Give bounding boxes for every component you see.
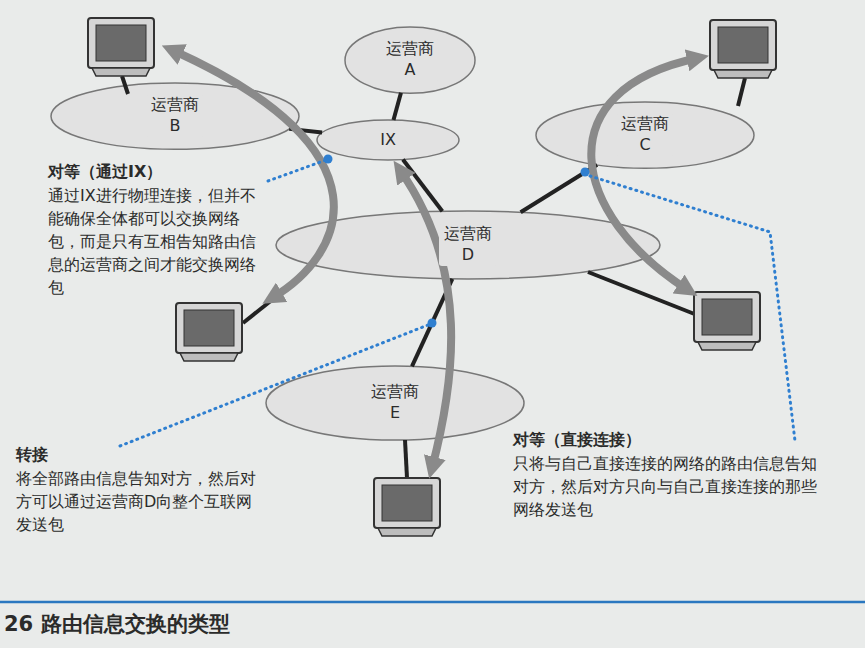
monitor-bezel <box>694 292 760 342</box>
link-line <box>393 93 400 120</box>
callout-heading: 对等（直接连接） <box>513 428 823 451</box>
carrier-name: 运营商 B <box>146 95 204 137</box>
link-line <box>521 165 597 213</box>
carrier-ellipse: 运营商 E <box>265 365 525 441</box>
monitor-screen <box>718 27 768 63</box>
monitor-bezel <box>374 478 440 528</box>
ellipse-shape <box>276 211 660 279</box>
computer-icon <box>88 18 154 76</box>
carrier-ellipse: 运营商 C <box>535 101 755 169</box>
monitor-screen <box>382 485 432 521</box>
callout-body: 将全部路由信息告知对方，然后对方可以通过运营商D向整个互联网发送包 <box>16 467 256 536</box>
wire <box>405 440 407 478</box>
leader-line <box>268 160 326 181</box>
callout-block: 转接 <box>16 443 256 466</box>
computer-icon <box>176 303 242 361</box>
monitor-bezel <box>710 20 776 70</box>
wire <box>738 78 745 106</box>
computer-icon <box>694 292 760 350</box>
caption-block: 26 路由信息交换的类型 <box>4 610 230 638</box>
callout-block: 将全部路由信息告知对方，然后对方可以通过运营商D向整个互联网发送包 <box>16 467 256 536</box>
ellipse-shape <box>51 83 299 149</box>
callout-body: 只将与自己直接连接的网络的路由信息告知对方，然后对方只向与自己直接连接的那些网络… <box>513 452 823 521</box>
carrier-ellipse: IX <box>316 119 460 161</box>
leader-line <box>590 176 795 441</box>
carrier-name: 运营商 E <box>366 382 424 424</box>
ellipse-shape <box>345 27 475 93</box>
monitor-screen <box>96 25 146 61</box>
carrier-ellipse: 运营商 D <box>275 210 661 280</box>
monitor-base <box>180 353 238 361</box>
callout-block: 通过IX进行物理连接，但并不能确保全体都可以交换网络包，而是只有互相告知路由信息… <box>48 184 263 299</box>
monitor-base <box>92 68 150 76</box>
carrier-name: 运营商 C <box>616 114 674 156</box>
carrier-ellipse: 运营商 A <box>344 26 476 94</box>
ellipse-shape <box>266 366 524 440</box>
leader-dot <box>581 168 590 177</box>
monitor-base <box>698 342 756 350</box>
callout-heading: 对等（通过IX） <box>48 160 263 183</box>
carrier-name: IX <box>378 130 398 151</box>
carrier-ellipse: 运营商 B <box>50 82 300 150</box>
computer-icon <box>710 20 776 78</box>
ellipse-shape <box>536 102 754 168</box>
caption-rule <box>0 601 865 604</box>
monitor-screen <box>702 299 752 335</box>
leader-dot <box>428 319 437 328</box>
callout-heading: 转接 <box>16 443 256 466</box>
ellipse-shape <box>317 120 459 160</box>
carrier-name: 运营商 A <box>381 39 439 81</box>
callout-body: 通过IX进行物理连接，但并不能确保全体都可以交换网络包，而是只有互相告知路由信息… <box>48 184 263 299</box>
monitor-screen <box>184 310 234 346</box>
monitor-bezel <box>176 303 242 353</box>
leader-dot <box>324 155 333 164</box>
callout-block: 只将与自己直接连接的网络的路由信息告知对方，然后对方只向与自己直接连接的那些网络… <box>513 452 823 521</box>
monitor-bezel <box>88 18 154 68</box>
wire <box>588 272 697 315</box>
monitor-base <box>378 528 436 536</box>
monitor-base <box>714 70 772 78</box>
carrier-name: 运营商 D <box>439 224 497 266</box>
callout-block: 对等（通过IX） <box>48 160 263 183</box>
callout-block: 对等（直接连接） <box>513 428 823 451</box>
figure-caption: 26 路由信息交换的类型 <box>4 610 230 638</box>
computer-icon <box>374 478 440 536</box>
